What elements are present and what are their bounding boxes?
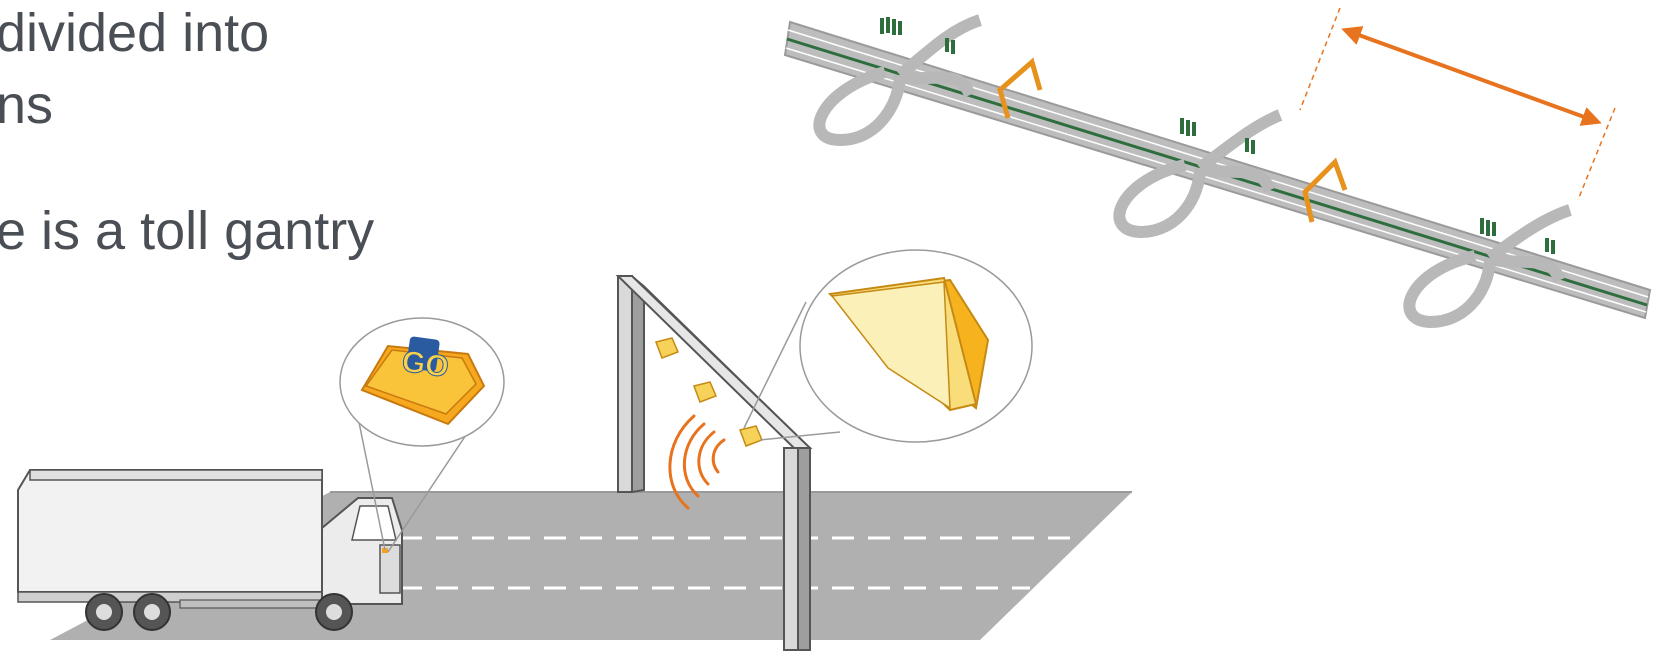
section-marker-left — [1299, 7, 1341, 111]
section-marker-right — [1577, 107, 1616, 201]
obu-device-icon: GO — [360, 336, 486, 426]
gantry-reader-callout — [743, 249, 1033, 443]
interchange-1 — [813, 14, 983, 147]
caption-line-3: e is a toll gantry — [0, 201, 375, 261]
signal-waves-icon — [668, 414, 726, 510]
caption-line-1: divided into — [0, 3, 270, 63]
gantry-reader-icon — [827, 276, 990, 412]
obu-badge-text: GO — [400, 345, 451, 384]
wheels — [85, 593, 353, 631]
interchange-2 — [1113, 109, 1283, 239]
distance-arrow-icon — [1341, 26, 1602, 126]
map-gantry-2 — [1302, 157, 1348, 223]
caption-line-2: ns — [0, 75, 54, 135]
tree-icons — [880, 17, 1555, 254]
obu-callout: GO — [339, 317, 505, 553]
reader-3 — [739, 425, 763, 447]
highway-map-icon — [783, 7, 1652, 329]
reader-2 — [693, 381, 717, 403]
interchange-3 — [1403, 204, 1572, 329]
gantry-icon — [615, 275, 813, 651]
reader-1 — [655, 337, 679, 359]
map-gantry-1 — [997, 57, 1043, 119]
